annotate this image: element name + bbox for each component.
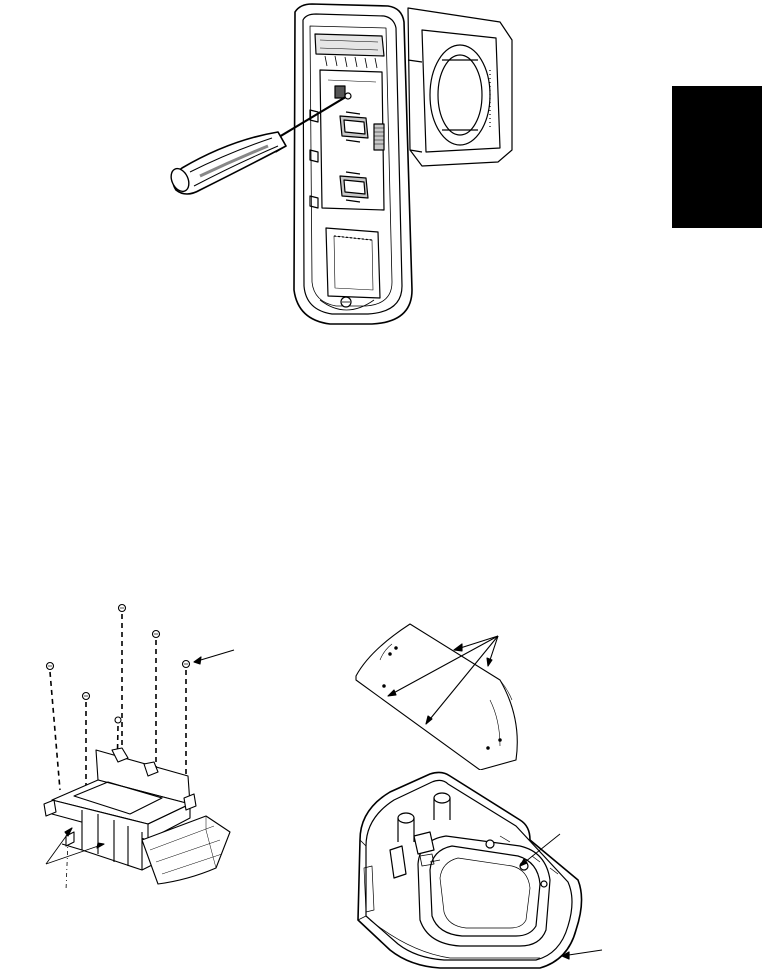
fig-lens-window xyxy=(350,620,530,770)
housing-base xyxy=(358,772,582,968)
swivel-bracket xyxy=(408,8,512,166)
detector-housing xyxy=(294,4,412,324)
curved-lens xyxy=(356,624,517,770)
arrow-icon xyxy=(194,650,234,664)
detector-drawing xyxy=(160,0,520,330)
section-tab-icon xyxy=(672,86,762,228)
fig-exploded-assembly xyxy=(38,600,248,890)
housing-base-drawing xyxy=(350,770,610,973)
exploded-drawing xyxy=(38,600,248,890)
fig-housing-base xyxy=(350,770,610,973)
fig-top-detector xyxy=(160,0,520,330)
lens-window-drawing xyxy=(350,620,530,770)
lens-holder-bracket xyxy=(44,748,230,884)
screw-icon xyxy=(47,605,190,724)
